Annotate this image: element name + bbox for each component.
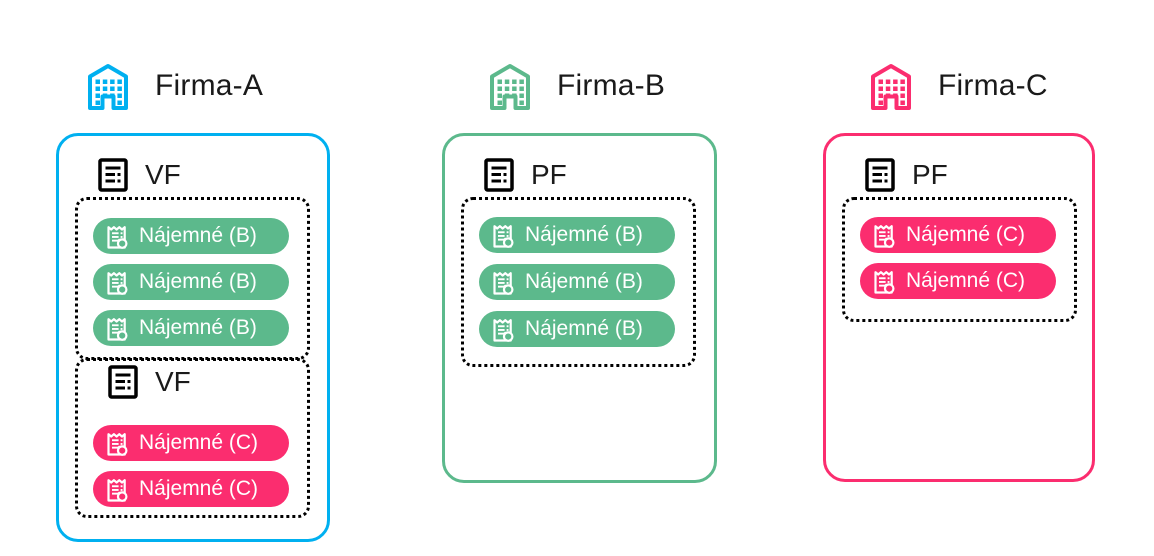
invoice-pill: Nájemné (B) (479, 264, 675, 300)
building-icon (485, 60, 535, 112)
invoice-label: Nájemné (B) (139, 270, 257, 293)
doc-type-label: PF (912, 159, 948, 190)
invoice-label: Nájemné (C) (139, 431, 259, 454)
invoice-label: Nájemné (C) (906, 223, 1026, 246)
receipt-search-icon (104, 475, 130, 503)
receipt-search-icon (871, 267, 897, 295)
company-box: VF Nájemné (B) Nájemné (B) Nájemné (B) V… (56, 133, 330, 542)
invoice-group: Nájemné (C) Nájemné (C) (842, 197, 1077, 322)
invoice-document-icon (98, 158, 128, 192)
receipt-search-icon (104, 314, 130, 342)
invoice-pill: Nájemné (B) (93, 218, 289, 254)
doc-type-label: VF (145, 159, 181, 190)
invoice-label: Nájemné (C) (139, 477, 259, 500)
building-icon (866, 60, 916, 112)
invoice-label: Nájemné (B) (525, 270, 643, 293)
invoice-label: Nájemné (B) (139, 224, 257, 247)
receipt-search-icon (490, 315, 516, 343)
invoice-pill: Nájemné (B) (93, 264, 289, 300)
invoice-group: Nájemné (B) Nájemné (B) Nájemné (B) (461, 197, 696, 367)
invoice-pill: Nájemné (C) (93, 425, 289, 461)
invoice-pill: Nájemné (B) (479, 217, 675, 253)
invoice-pill: Nájemné (C) (860, 263, 1056, 299)
invoice-pill: Nájemné (C) (860, 217, 1056, 253)
invoice-pill: Nájemné (B) (479, 311, 675, 347)
company-header: Firma-B (485, 60, 665, 112)
doc-type-label: PF (531, 159, 567, 190)
company-box: PF Nájemné (B) Nájemné (B) Nájemné (B) (442, 133, 717, 483)
company-title: Firma-B (557, 69, 666, 102)
invoice-document-icon (484, 158, 514, 192)
doc-type-header: VF (98, 158, 327, 192)
invoice-document-icon (865, 158, 895, 192)
invoice-label: Nájemné (C) (906, 269, 1026, 292)
invoice-group: Nájemné (B) Nájemné (B) Nájemné (B) (75, 197, 310, 360)
invoice-pill: Nájemné (B) (93, 310, 289, 346)
receipt-search-icon (104, 222, 130, 250)
building-icon (83, 60, 133, 112)
receipt-search-icon (490, 221, 516, 249)
receipt-search-icon (871, 221, 897, 249)
invoice-pill: Nájemné (C) (93, 471, 289, 507)
company-title: Firma-A (155, 69, 264, 102)
company-title: Firma-C (938, 69, 1048, 102)
receipt-search-icon (490, 268, 516, 296)
receipt-search-icon (104, 268, 130, 296)
invoice-document-icon (108, 365, 138, 399)
company-header: Firma-C (866, 60, 1048, 112)
invoice-group: VF Nájemné (C) Nájemné (C) (75, 358, 310, 518)
receipt-search-icon (104, 429, 130, 457)
doc-type-header: PF (484, 158, 714, 192)
doc-type-header: VF (108, 365, 307, 399)
company-box: PF Nájemné (C) Nájemné (C) (823, 133, 1095, 482)
invoice-label: Nájemné (B) (139, 316, 257, 339)
invoice-label: Nájemné (B) (525, 317, 643, 340)
company-header: Firma-A (83, 60, 263, 112)
doc-type-label: VF (155, 366, 191, 397)
doc-type-header: PF (865, 158, 1092, 192)
invoice-label: Nájemné (B) (525, 223, 643, 246)
